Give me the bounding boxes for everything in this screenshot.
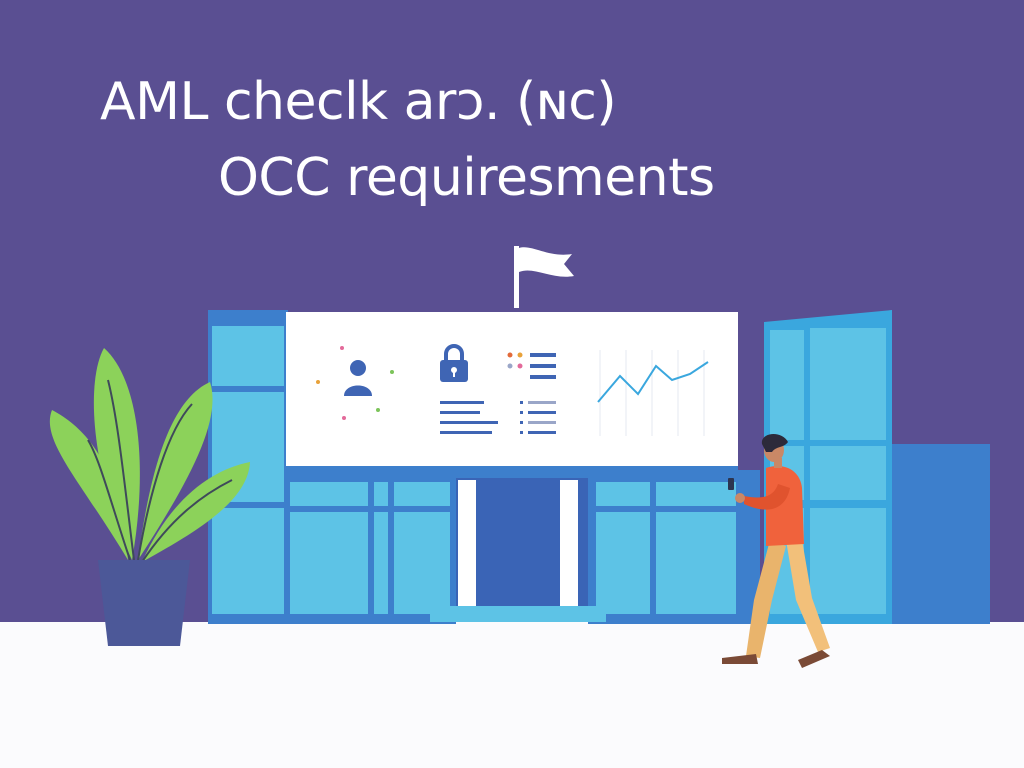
text-lines (440, 401, 498, 434)
user-icon (316, 346, 394, 420)
dashboard-board (286, 312, 738, 478)
list-icon (507, 352, 556, 379)
building-annex-right (888, 444, 990, 624)
line-chart-icon (597, 350, 709, 436)
person-walking (722, 433, 830, 668)
smartphone-icon (728, 478, 734, 490)
lock-icon (440, 344, 468, 382)
entrance (430, 470, 606, 622)
potted-plant (49, 348, 250, 646)
building-main-right-wing (588, 470, 760, 624)
floor (0, 622, 1024, 768)
headline-line-1: AML checlk arɔ. (ɴc) (100, 72, 617, 132)
table-icon (520, 401, 556, 434)
flag-icon (514, 246, 574, 308)
headline-line-2: OCC requiresments (218, 148, 715, 208)
